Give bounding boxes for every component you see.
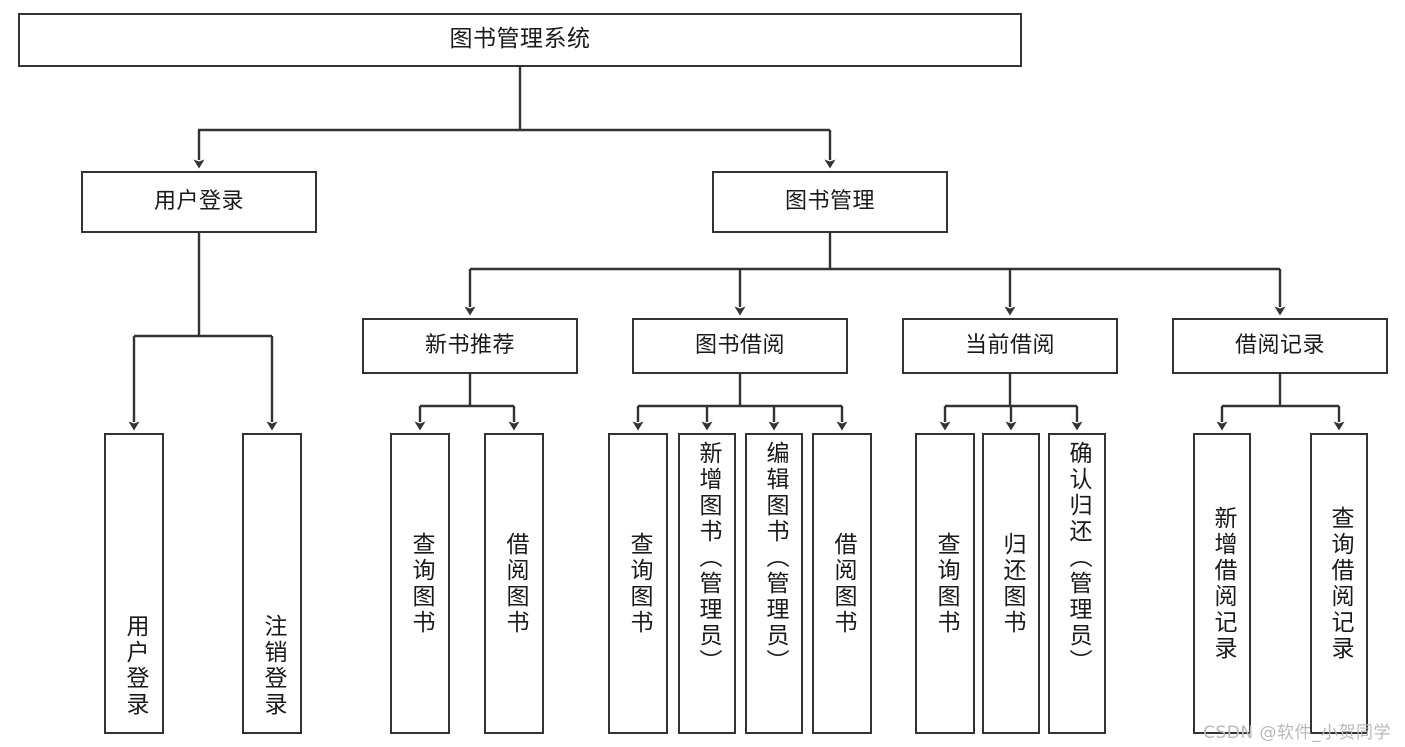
- node-records[interactable]: 借阅记录: [1172, 318, 1388, 374]
- node-label: 图书借阅: [694, 333, 785, 359]
- csdn-watermark: CSDN @软件_小贺同学: [1203, 723, 1391, 743]
- node-leaf-cur-2[interactable]: 归还图书: [982, 433, 1040, 734]
- node-label: 借阅记录: [1234, 333, 1325, 359]
- node-leaf-login-1[interactable]: 用户登录: [104, 433, 164, 734]
- node-leaf-cur-3[interactable]: 确认归还（管理员）: [1048, 433, 1106, 734]
- node-label: 新增借阅记录: [1209, 505, 1236, 662]
- node-label: 借阅图书: [829, 531, 856, 636]
- node-leaf-bor-1[interactable]: 查询图书: [608, 433, 668, 734]
- node-label: 图书管理系统: [449, 26, 591, 53]
- node-current[interactable]: 当前借阅: [902, 318, 1118, 374]
- node-leaf-bor-4[interactable]: 借阅图书: [812, 433, 872, 734]
- node-borrow[interactable]: 图书借阅: [632, 318, 848, 374]
- node-leaf-rec-1[interactable]: 新增借阅记录: [1193, 433, 1251, 734]
- node-leaf-bor-3[interactable]: 编辑图书（管理员）: [745, 433, 803, 734]
- node-leaf-new-2[interactable]: 借阅图书: [484, 433, 544, 734]
- node-leaf-new-1[interactable]: 查询图书: [390, 433, 450, 734]
- node-label: 用户登录: [153, 189, 244, 215]
- node-label: 查询图书: [932, 531, 959, 636]
- node-label: 确认归还（管理员）: [1064, 441, 1091, 675]
- node-newbook[interactable]: 新书推荐: [362, 318, 578, 374]
- node-label: 新书推荐: [424, 333, 515, 359]
- node-label: 新增图书（管理员）: [694, 441, 721, 675]
- node-leaf-cur-1[interactable]: 查询图书: [915, 433, 975, 734]
- node-label: 查询图书: [407, 531, 434, 636]
- node-bookmgmt[interactable]: 图书管理: [712, 171, 948, 233]
- node-label: 注销登录: [259, 614, 286, 718]
- node-label: 用户登录: [121, 614, 148, 718]
- node-login[interactable]: 用户登录: [81, 171, 317, 233]
- node-label: 查询借阅记录: [1326, 505, 1353, 662]
- node-label: 当前借阅: [964, 333, 1055, 359]
- node-label: 归还图书: [998, 531, 1025, 636]
- node-root[interactable]: 图书管理系统: [18, 13, 1022, 67]
- node-label: 编辑图书（管理员）: [761, 441, 788, 675]
- node-label: 借阅图书: [501, 531, 528, 636]
- node-leaf-login-2[interactable]: 注销登录: [242, 433, 302, 734]
- node-label: 图书管理: [784, 189, 875, 215]
- node-leaf-rec-2[interactable]: 查询借阅记录: [1310, 433, 1368, 734]
- node-leaf-bor-2[interactable]: 新增图书（管理员）: [678, 433, 736, 734]
- node-label: 查询图书: [625, 531, 652, 636]
